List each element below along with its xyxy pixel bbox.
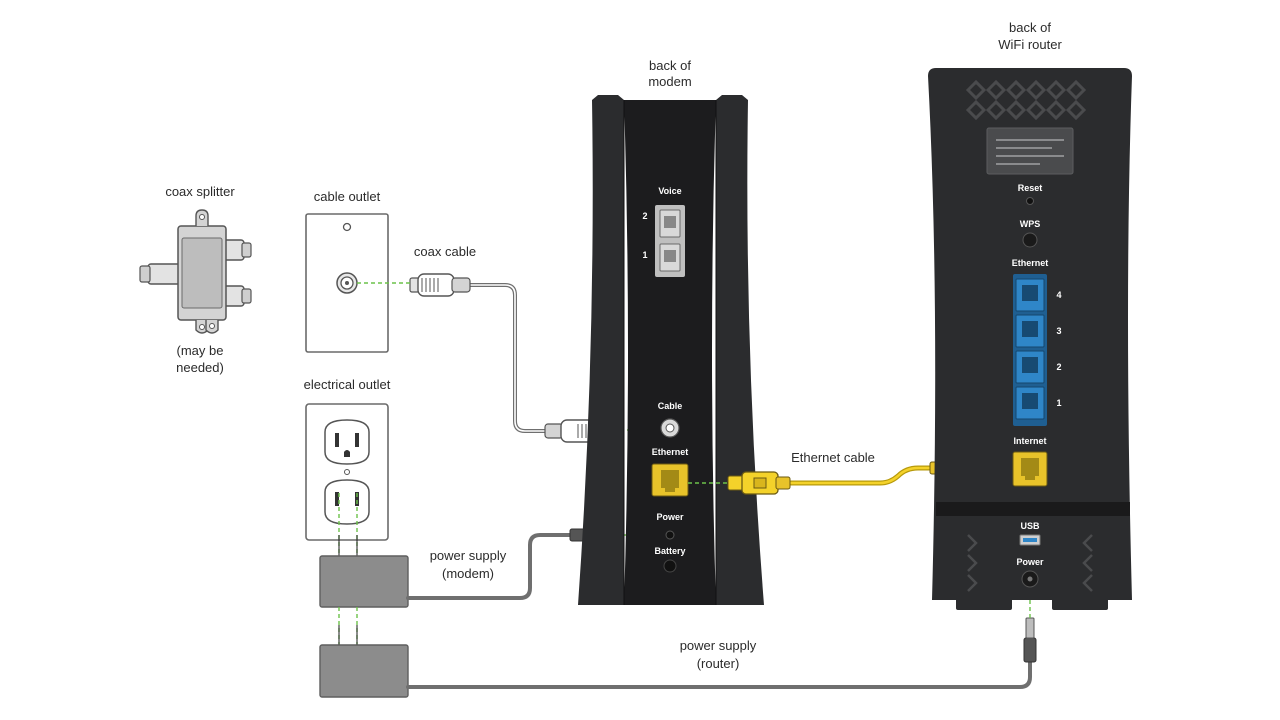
coax-splitter-label: coax splitter xyxy=(165,184,235,199)
router-port-1-label: 1 xyxy=(1056,398,1061,408)
router-wps-button xyxy=(1022,232,1038,248)
modem-power-label: Power xyxy=(656,512,684,522)
modem-power-cable xyxy=(406,528,603,600)
electrical-outlet xyxy=(305,403,389,541)
modem-ethernet-label: Ethernet xyxy=(652,447,689,457)
router-port-4-label: 4 xyxy=(1056,290,1061,300)
router-power-cable xyxy=(406,617,1037,689)
router-reset-button xyxy=(1026,197,1034,205)
coax-cable-label: coax cable xyxy=(414,244,476,259)
power-supply-router xyxy=(319,625,409,698)
router-port-2-label: 2 xyxy=(1056,362,1061,372)
power-supply-modem-label-line1: power supply xyxy=(430,548,507,563)
ethernet-cable-label: Ethernet cable xyxy=(791,450,875,465)
modem-battery-slot xyxy=(663,559,677,573)
power-supply-modem xyxy=(319,535,409,608)
electrical-outlet-label: electrical outlet xyxy=(304,377,391,392)
may-be-needed-label-line1: (may be xyxy=(177,343,224,358)
back-of-router-label-line1: back of xyxy=(1009,20,1051,35)
router-usb-label: USB xyxy=(1020,521,1040,531)
router-lan-ports xyxy=(1013,274,1047,426)
cable-outlet-label: cable outlet xyxy=(314,189,381,204)
cable-outlet xyxy=(305,213,389,353)
router-internet-label: Internet xyxy=(1013,436,1046,446)
modem-cable-label: Cable xyxy=(658,401,683,411)
router-internet-port xyxy=(1012,451,1048,487)
modem-cable-port xyxy=(660,418,680,438)
coax-cable xyxy=(409,273,607,443)
modem-voice-label: Voice xyxy=(658,186,681,196)
router-usb-port xyxy=(1019,534,1041,546)
modem-ethernet-port xyxy=(651,463,689,497)
power-supply-modem-label-line2: (modem) xyxy=(442,566,494,581)
may-be-needed-label-line2: needed) xyxy=(176,360,224,375)
router-ethernet-label: Ethernet xyxy=(1012,258,1049,268)
modem xyxy=(578,95,764,605)
router-power-label: Power xyxy=(1016,557,1044,567)
back-of-router-label-line2: WiFi router xyxy=(998,37,1062,52)
power-supply-router-label-line1: power supply xyxy=(680,638,757,653)
router-side-grilles xyxy=(967,534,1093,592)
guide-to-router-supply xyxy=(338,607,358,645)
router-reset-label: Reset xyxy=(1018,183,1043,193)
modem-voice-port-1-label: 1 xyxy=(642,250,647,260)
router-vent-grille xyxy=(965,79,1087,121)
router-label-sticker xyxy=(986,127,1074,175)
router-wps-label: WPS xyxy=(1020,219,1041,229)
back-of-modem-label-line2: modem xyxy=(648,74,691,89)
router-port-3-label: 3 xyxy=(1056,326,1061,336)
modem-power-jack xyxy=(665,530,675,540)
coax-splitter xyxy=(139,209,252,334)
back-of-modem-label-line1: back of xyxy=(649,58,691,73)
power-supply-router-label-line2: (router) xyxy=(697,656,740,671)
modem-battery-label: Battery xyxy=(654,546,685,556)
modem-voice-ports xyxy=(655,205,685,277)
modem-voice-port-2-label: 2 xyxy=(642,211,647,221)
router-power-jack xyxy=(1021,570,1039,588)
